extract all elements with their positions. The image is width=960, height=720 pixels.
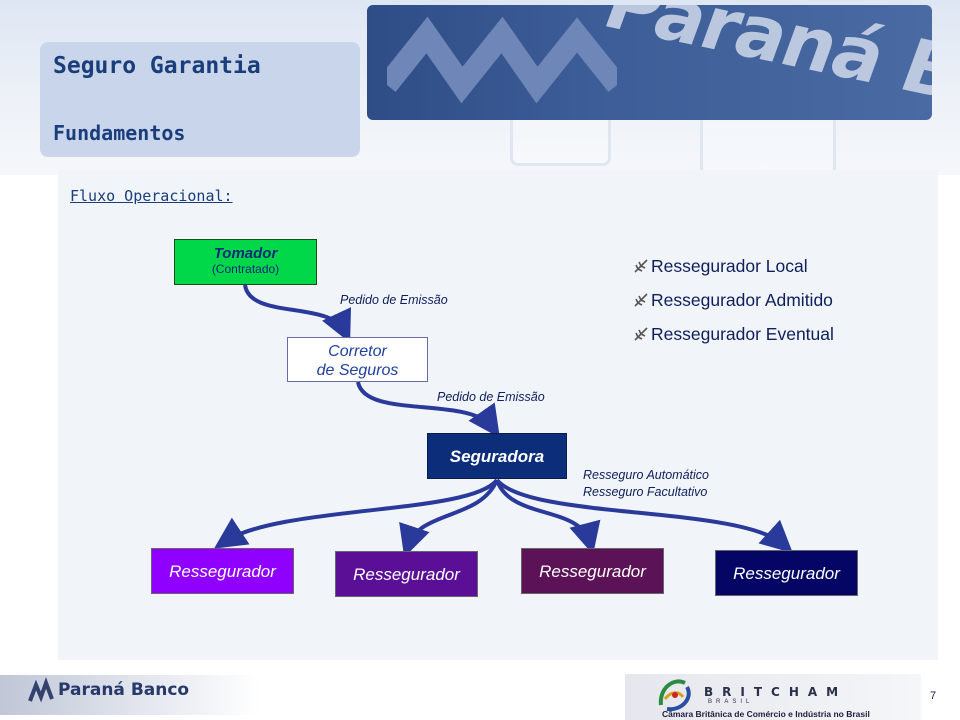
parana-banco-logo-icon	[28, 677, 54, 703]
tomador-detail: (Contratado)	[211, 262, 280, 276]
page-number: 7	[930, 690, 937, 702]
leaf-bullet-icon	[634, 259, 648, 273]
corretor-box: Corretor de Seguros	[287, 337, 428, 382]
list-item-label: Ressegurador Local	[651, 255, 808, 276]
resseguro-facultativo-label: Resseguro Facultativo	[583, 485, 708, 499]
seguradora-box: Seguradora	[427, 433, 567, 479]
arrow-tomador-corretor	[243, 284, 351, 343]
section-label: Fluxo Operacional:	[70, 187, 233, 205]
pedido-label: Pedido de Emissão	[437, 390, 545, 404]
list-item: Ressegurador Eventual	[633, 317, 834, 351]
arrow-seguradora-ress2	[399, 479, 499, 558]
arrow-seguradora-ress4	[495, 478, 793, 554]
header-decor-panel	[40, 42, 360, 157]
footer-brand-left: Paraná Banco	[58, 680, 190, 700]
corretor-line1: Corretor	[328, 343, 387, 360]
pedido-label: Pedido de Emissão	[340, 293, 448, 307]
tomador-name: Tomador	[213, 245, 278, 262]
leaf-bullet-icon	[634, 327, 648, 341]
ressegurador-box: Ressegurador	[715, 550, 858, 596]
page-subtitle: Fundamentos	[53, 121, 186, 145]
list-item-label: Ressegurador Admitido	[651, 289, 833, 310]
arrow-seguradora-ress1	[213, 478, 499, 549]
list-item: Ressegurador Admitido	[633, 283, 834, 317]
ressegurador-box: Ressegurador	[521, 548, 664, 594]
ressegurador-box: Ressegurador	[151, 548, 294, 594]
header-banner-image: Paraná Banco	[367, 5, 932, 120]
footer-brand-right-desc: Câmara Britânica de Comércio e Indústria…	[662, 709, 870, 719]
corretor-line2: de Seguros	[316, 362, 399, 379]
bank-logo-icon	[387, 16, 617, 104]
arrow-seguradora-ress3	[495, 479, 601, 555]
list-item-label: Ressegurador Eventual	[651, 323, 834, 344]
page-title: Seguro Garantia	[53, 53, 261, 79]
ressegurador-box: Ressegurador	[335, 551, 478, 597]
list-item: Ressegurador Local	[633, 249, 834, 283]
footer-brand-right-sub: BRASIL	[708, 699, 754, 705]
footer-brand-right: BRITCHAM	[704, 685, 848, 699]
britcham-logo-icon	[658, 679, 691, 712]
ressegurador-types-list: Ressegurador Local Ressegurador Admitido…	[633, 249, 834, 351]
leaf-bullet-icon	[634, 293, 648, 307]
resseguro-automatico-label: Resseguro Automático	[583, 468, 709, 482]
arrow-corretor-seguradora	[356, 381, 500, 438]
tomador-box: Tomador (Contratado)	[174, 239, 317, 285]
